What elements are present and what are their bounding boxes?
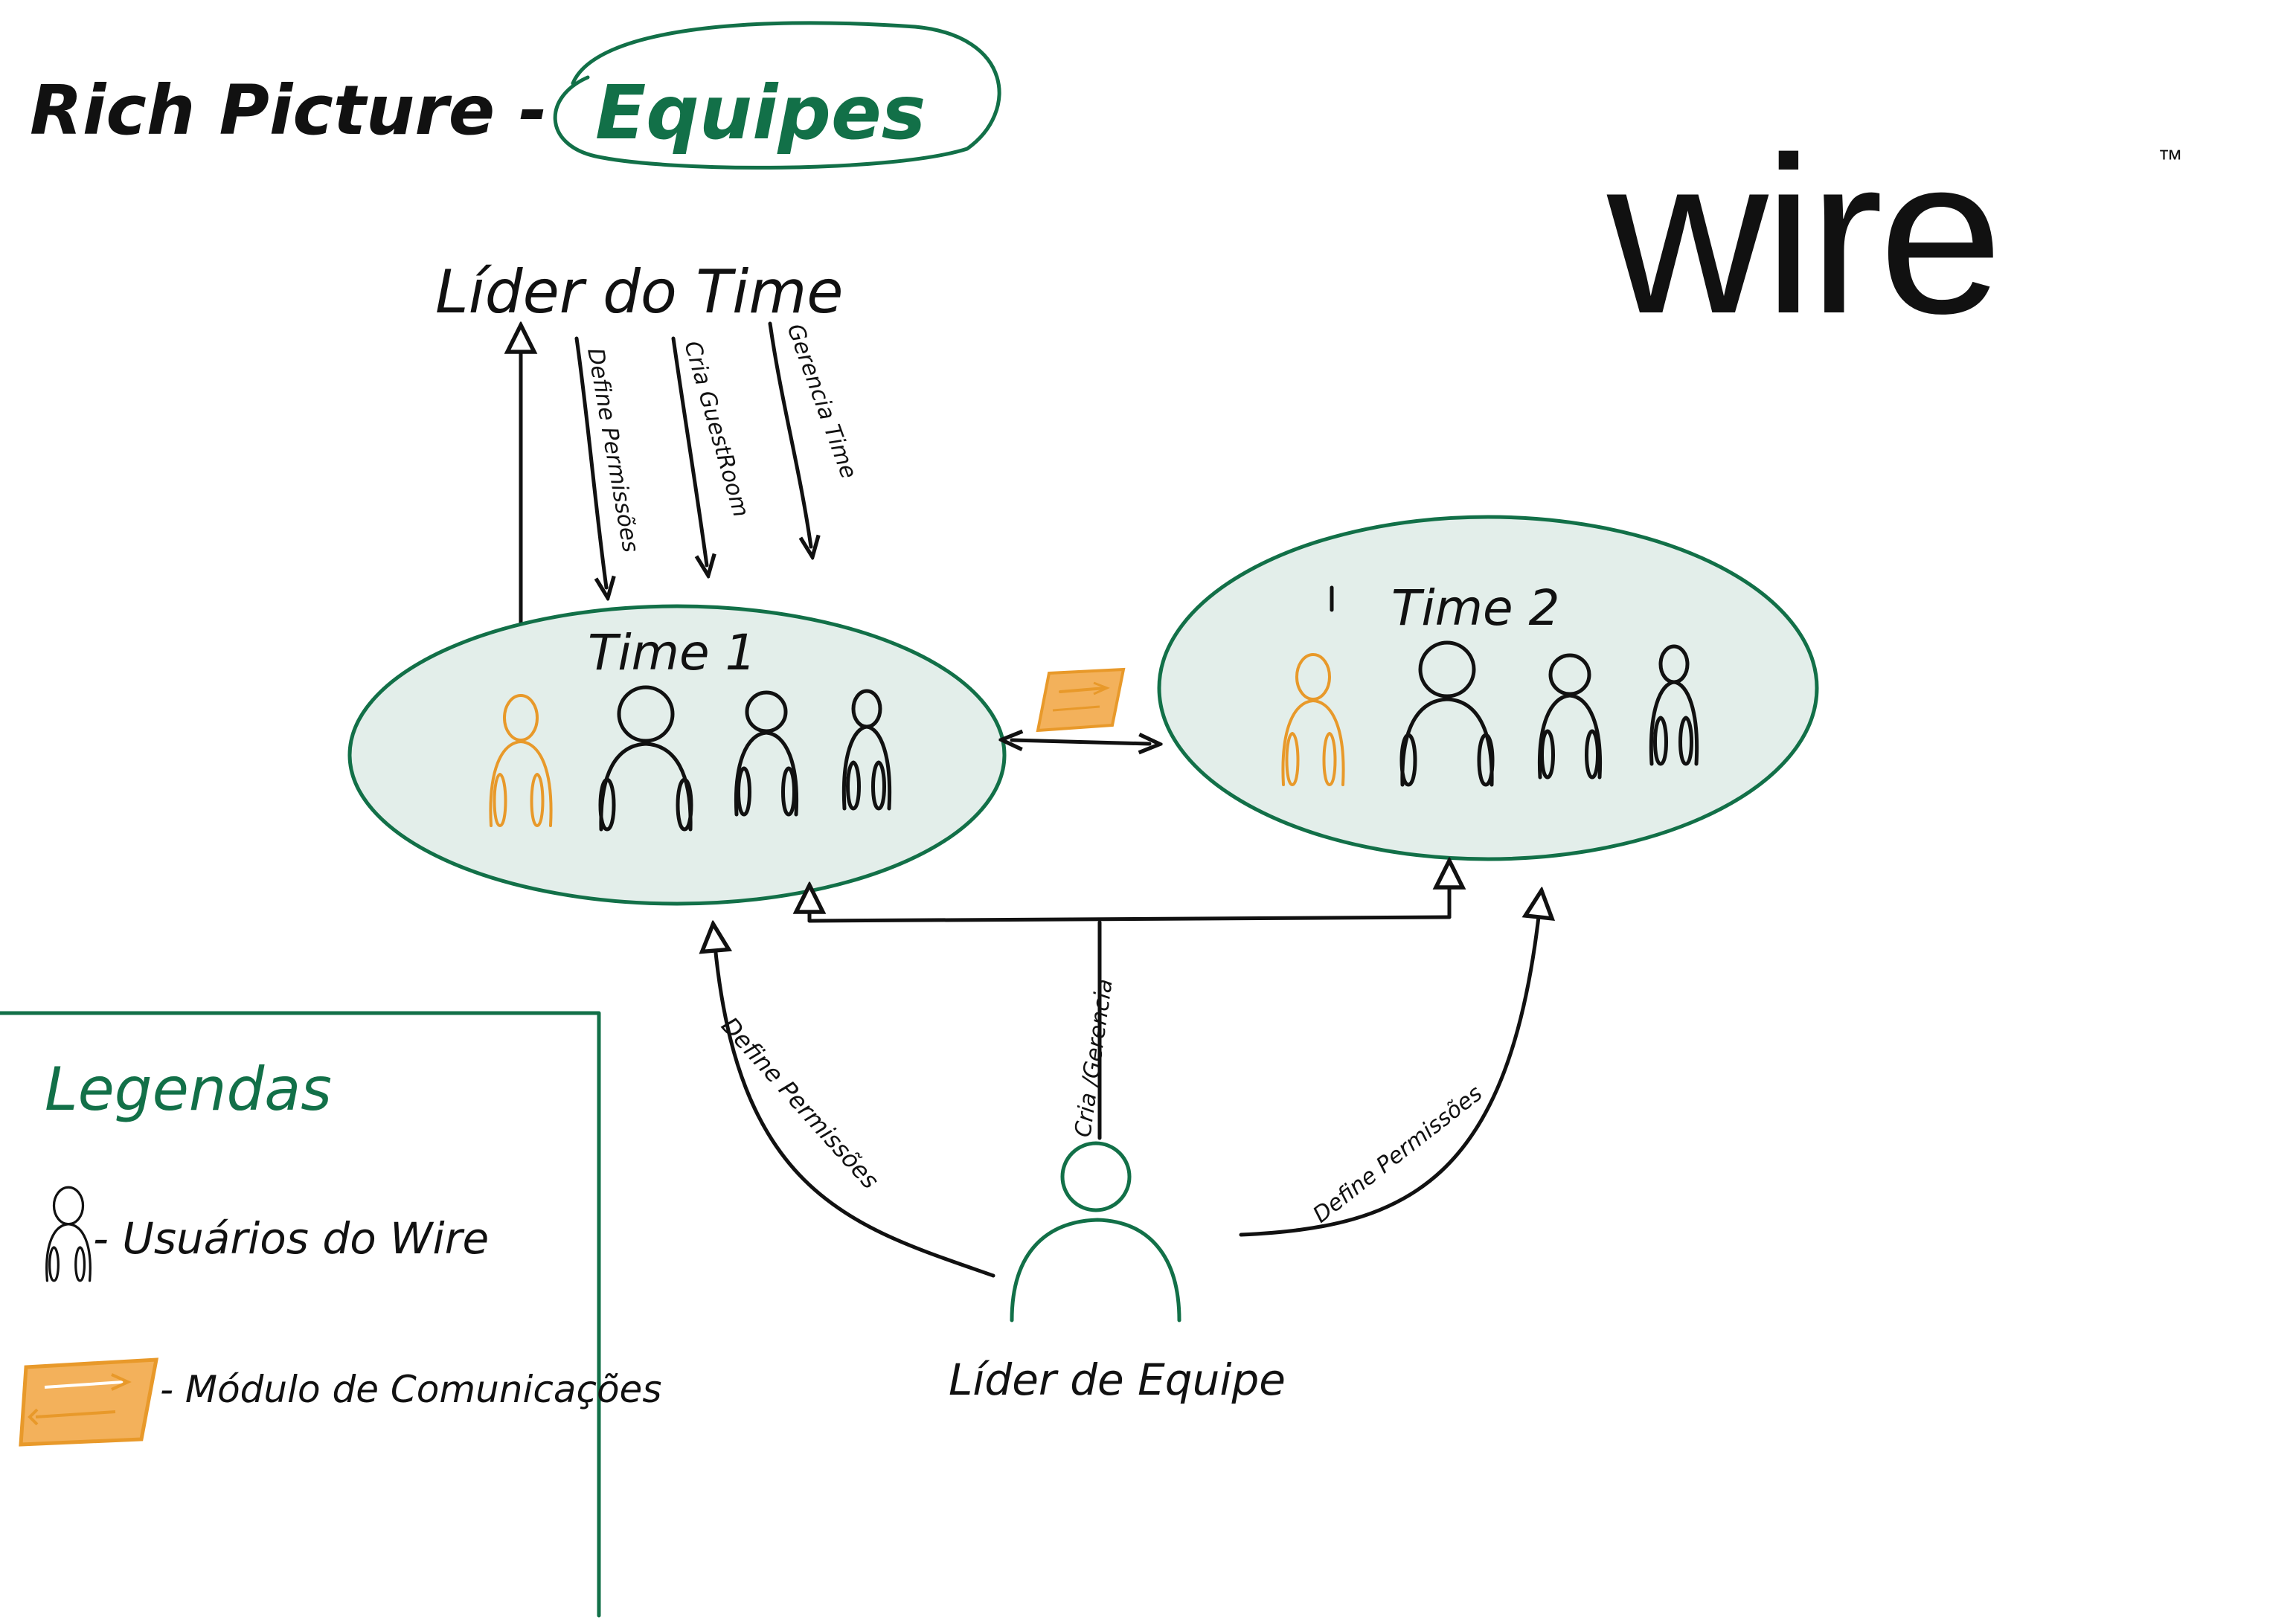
bottom-leader-label: Líder de Equipe — [949, 1354, 1286, 1405]
team-2-ellipse — [1157, 515, 1819, 861]
top-leader-label: Líder do Time — [435, 257, 844, 327]
arrow-define-permissions-team2: Define Permissões — [1239, 904, 1540, 1237]
legend-item-communication-label: - Módulo de Comunicações — [160, 1368, 661, 1411]
legend-border — [0, 1011, 601, 1618]
wire-logo-text: wire — [1603, 110, 1998, 360]
arrow-define-permissions-team1: Define Permissões — [714, 937, 995, 1278]
team-1-label: Time 1 — [588, 624, 757, 681]
title: Rich Picture - Equipes — [30, 21, 1001, 170]
legend-item-users: - Usuários do Wire — [45, 1186, 489, 1282]
arrow-define-permissions-team2-label: Define Permissões — [1308, 1081, 1487, 1229]
arrow-create-manage-label: Cria /Gerencia — [1070, 977, 1117, 1139]
person-icon — [45, 1186, 92, 1282]
arrow-team1-team2 — [1012, 740, 1149, 744]
legend-item-communication: - Módulo de Comunicações — [19, 1357, 661, 1447]
wire-logo: wire ™ — [1603, 110, 2183, 360]
team-2: Time 2 — [1157, 515, 1819, 861]
legend: Legendas - Usuários do Wire - Módulo de … — [0, 1011, 661, 1618]
wire-logo-trademark: ™ — [2158, 145, 2183, 173]
team-1: Time 1 — [347, 604, 1007, 906]
legend-item-users-label: - Usuários do Wire — [93, 1213, 489, 1264]
title-prefix: Rich Picture - — [30, 71, 547, 150]
arrow-define-permissions: Define Permissões — [574, 336, 644, 588]
title-highlight: Equipes — [595, 69, 926, 156]
team-1-ellipse — [347, 604, 1007, 906]
arrow-manage-team: Gerencia Time — [768, 321, 862, 547]
team-2-label: Time 2 — [1391, 579, 1560, 637]
title-highlight-outline — [553, 21, 1001, 170]
arrow-define-permissions-team1-label: Define Permissões — [716, 1012, 885, 1195]
communication-module-icon — [1036, 667, 1126, 733]
arrow-create-guestroom-label: Cria GuestRoom — [679, 338, 754, 521]
legend-title: Legendas — [45, 1055, 332, 1124]
team-leader-person-icon — [1010, 1141, 1181, 1322]
communication-module-icon — [19, 1357, 159, 1447]
arrow-create-guestroom: Cria GuestRoom — [671, 336, 754, 565]
arrow-create-manage: Cria /Gerencia — [809, 874, 1449, 1140]
